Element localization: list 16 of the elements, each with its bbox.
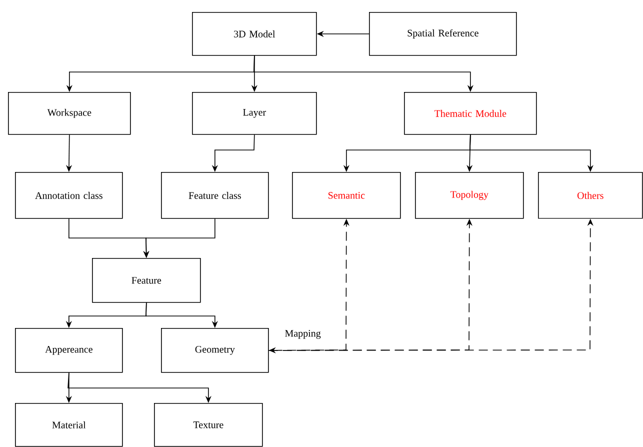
process-box: Semantic: [292, 172, 401, 219]
process-box: Texture: [154, 403, 263, 447]
process-box: Appereance: [15, 328, 123, 373]
process-box: Feature class: [161, 172, 269, 219]
process-box: Layer: [192, 92, 317, 135]
process-box: Geometry: [161, 328, 269, 373]
process-box: Annotation class: [15, 172, 123, 219]
process-box: Topology: [415, 172, 524, 219]
process-box: 3D Model: [192, 12, 317, 56]
process-box: Others: [538, 172, 643, 219]
edge-label: Mapping: [284, 329, 322, 340]
process-box: Thematic Module: [404, 92, 537, 135]
process-box: Feature: [92, 258, 201, 303]
process-box: Material: [15, 403, 123, 447]
process-box: Workspace: [8, 92, 131, 135]
process-box: Spatial Reference: [369, 12, 517, 56]
